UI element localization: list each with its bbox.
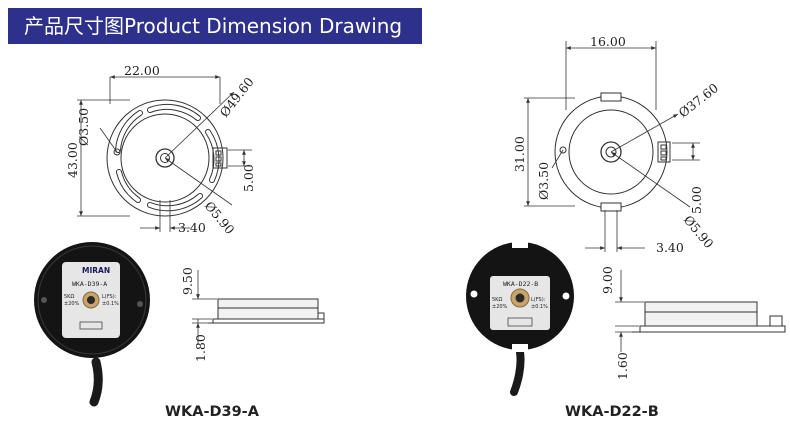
model-caption-d39: WKA-D39-A: [165, 404, 259, 420]
d22-sensor-photo: [466, 240, 574, 396]
d22-label-lin: L(FS):: [531, 297, 546, 303]
page-title: 产品尺寸图Product Dimension Drawing: [24, 14, 403, 38]
d22-label-lin-tol: ±0.1%: [531, 304, 548, 310]
d39-dim-terminal: 5.00: [241, 164, 256, 192]
d22-dim-shaft-dia: Ø5.90: [681, 212, 717, 251]
model-caption-d22: WKA-D22-B: [565, 404, 659, 420]
d39-sensor-photo: [34, 242, 150, 407]
d22-label-res-tol: ±20%: [492, 304, 508, 310]
d39-side-dim-flange: 1.80: [193, 334, 208, 362]
d39-side-view: [208, 298, 325, 324]
d22-label-res: 5KΩ: [492, 297, 502, 303]
d39-dim-height: 43.00: [65, 142, 80, 178]
d22-side-dim-flange: 1.60: [615, 352, 630, 380]
d22-dim-hole-dia: Ø3.50: [536, 162, 551, 200]
d22-dim-width-top: 16.00: [590, 34, 626, 49]
d22-dim-height: 31.00: [512, 136, 527, 172]
d39-label-lin-tol: ±0.1%: [102, 301, 119, 307]
d22-top-view: [554, 92, 671, 212]
d39-label-res-tol: ±20%: [64, 301, 80, 307]
title-banner: 产品尺寸图Product Dimension Drawing: [8, 8, 422, 44]
d39-top-view: [106, 99, 228, 217]
d22-dim-terminal: 5.00: [689, 186, 704, 214]
d39-dim-width-top: 22.00: [124, 63, 160, 78]
d39-dim-hole-dia: Ø3.50: [76, 108, 91, 146]
d22-dim-offset: 3.40: [656, 240, 684, 255]
d22-side-dims: [615, 270, 644, 352]
d39-label-res: 5KΩ: [64, 294, 74, 300]
d22-side-view: [632, 301, 786, 333]
d39-dimension-lines: [77, 75, 252, 232]
d39-dim-offset: 3.40: [178, 220, 206, 235]
d22-dim-outer-dia: Ø37.60: [676, 80, 722, 120]
d39-dim-outer-dia: Ø49.60: [217, 74, 257, 120]
d39-side-dims: [192, 270, 217, 345]
d22-side-dim-total: 9.00: [600, 266, 615, 294]
d39-label-brand: MIRAN: [82, 266, 110, 275]
d39-side-dim-total: 9.50: [180, 267, 195, 295]
d22-dimension-lines: [524, 41, 700, 252]
d39-label-lin: L(FS):: [102, 294, 117, 300]
d39-dim-shaft-dia: Ø5.90: [202, 198, 238, 237]
d39-label-model: WKA-D39-A: [72, 280, 107, 288]
d22-label-model: WKA-D22-B: [503, 280, 538, 288]
